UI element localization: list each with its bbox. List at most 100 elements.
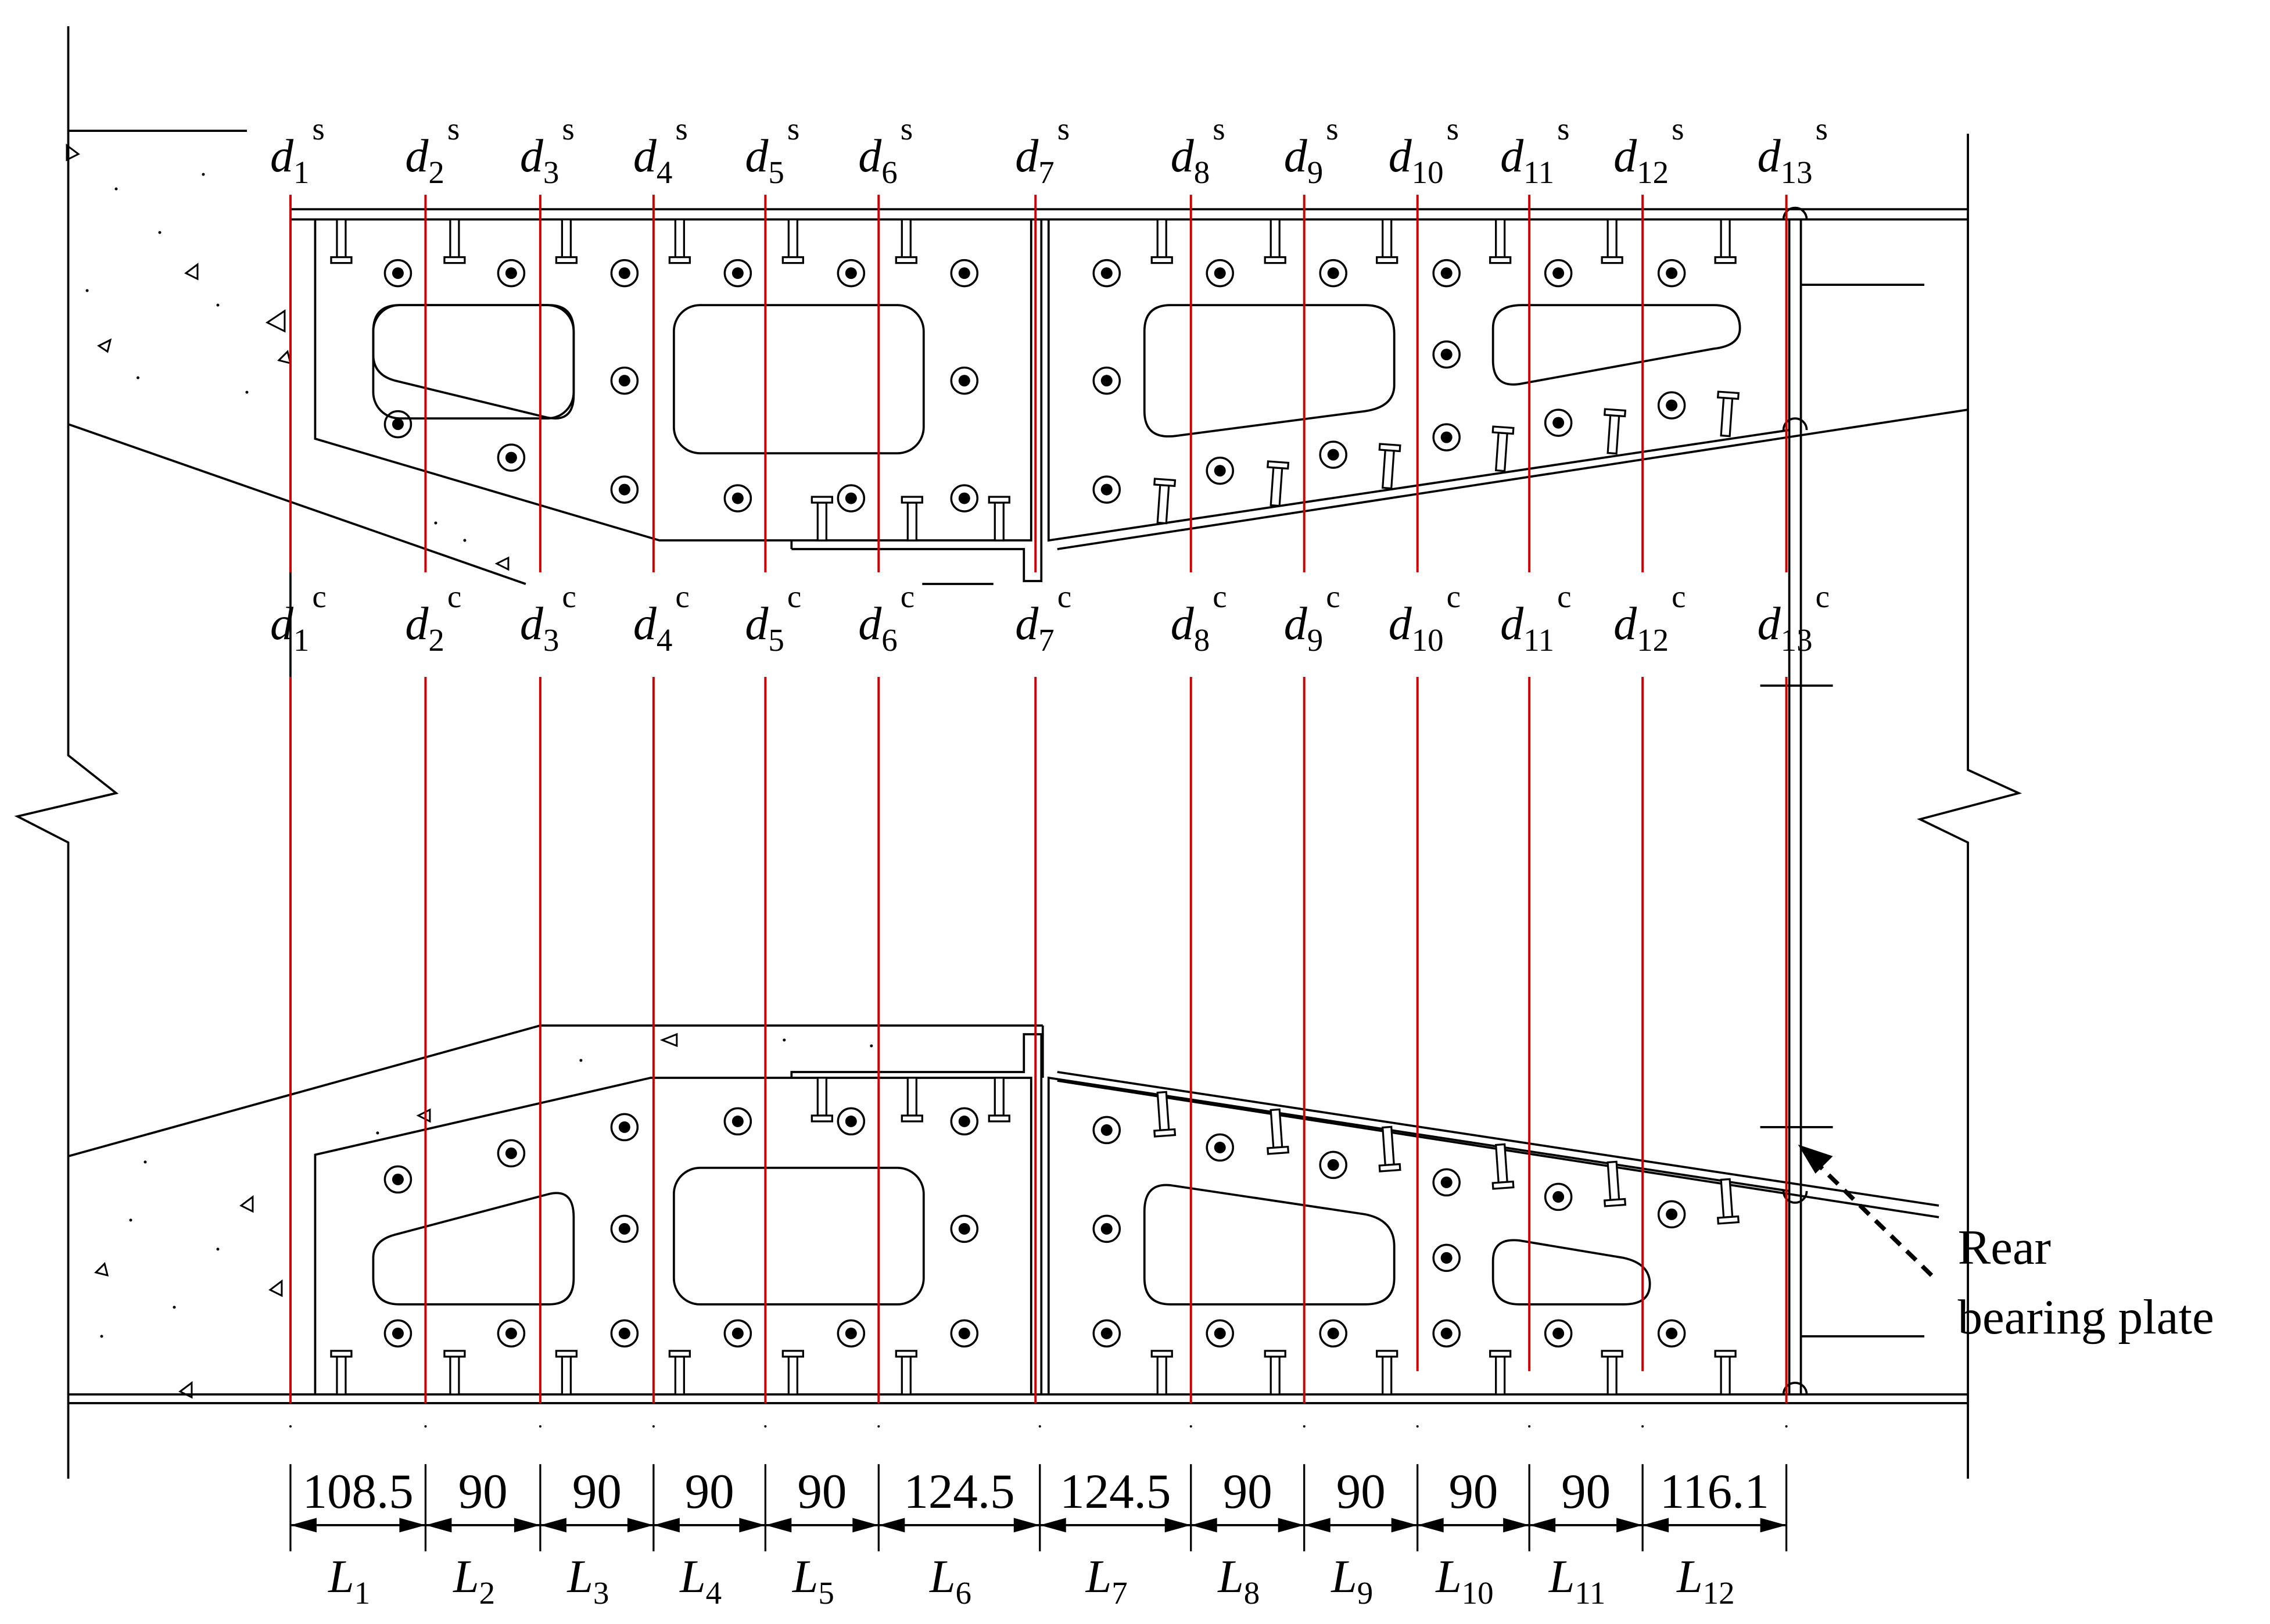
shear-stud [1714,1350,1737,1396]
shear-stud [1603,408,1627,455]
dimension-dot [424,1425,427,1428]
rebar-hole [950,1107,979,1136]
segment-length-8: 90 [1223,1464,1272,1519]
concrete-dots [85,173,873,1338]
label-d9-concrete: d9c [1284,579,1340,658]
segment-label-L12: L12 [1676,1551,1734,1611]
label-d2-steel: d2s [405,111,460,190]
shear-stud [668,218,691,264]
rebar-hole [1206,456,1234,485]
rebar-hole [837,1319,866,1348]
rebar-hole [950,259,979,288]
shear-stud [1267,1108,1290,1155]
segment-label-L8: L8 [1217,1551,1260,1611]
dimension-arrow [878,1518,905,1533]
rebar-hole [837,484,866,512]
dimension-arrow [1529,1518,1556,1533]
segment-label-L5: L5 [792,1551,834,1611]
label-d4-concrete: d4c [633,579,690,658]
dimension-arrow [653,1518,680,1533]
label-d6-steel: d6s [858,111,913,190]
shear-stud [668,1350,691,1396]
lower-pbl-plate [314,1033,1939,1394]
shear-stud [1489,218,1512,264]
dimension-dot [1189,1425,1192,1428]
label-d4-steel: d4s [633,111,688,190]
bearing-plate-callout: Rear bearing plate [1798,1144,2214,1345]
rebar-hole [1319,259,1347,288]
shear-stud [1603,1160,1627,1207]
label-d8-concrete: d8c [1171,579,1227,658]
dimension-arrow [1616,1518,1643,1533]
callout-text-line-1: Rear [1958,1220,2051,1275]
dimension-arrow [1760,1518,1787,1533]
dimension-dot [877,1425,880,1428]
shear-stud [443,1350,466,1396]
label-d13-steel: d13s [1758,111,1828,190]
perfobond-rebars [383,259,1686,1348]
dimension-arrow [540,1518,566,1533]
rebar-hole [950,1214,979,1243]
rebar-hole [497,1319,526,1348]
rebar-hole [1432,259,1461,288]
dimension-dot [1303,1425,1306,1428]
dimension-arrow [1503,1518,1530,1533]
label-d5-concrete: d5c [745,579,801,658]
label-d2-concrete: d2c [405,579,461,658]
shear-stud [901,496,923,542]
shear-stud [555,1350,578,1396]
dimension-arrow [1039,1518,1066,1533]
segment-length-5: 90 [797,1464,847,1519]
rebar-hole [1544,1319,1573,1348]
dimension-arrow [852,1518,879,1533]
segment-label-L3: L3 [566,1551,609,1611]
rebar-hole [1206,259,1234,288]
shear-stud [895,218,917,264]
rebar-hole [1206,1133,1234,1162]
segment-length-10: 90 [1448,1464,1498,1519]
rebar-hole [1092,1116,1121,1145]
segment-length-9: 90 [1336,1464,1386,1519]
shear-stud [988,496,1010,542]
shear-stud [1378,443,1401,490]
dimension-chain: 108.5L190L290L390L490L5124.5L6124.5L790L… [289,1425,1788,1611]
label-d13-concrete: d13c [1758,579,1830,658]
dimension-dot [1528,1425,1531,1428]
rebar-hole [950,484,979,512]
label-d7-concrete: d7c [1015,579,1071,658]
segment-label-L6: L6 [929,1551,971,1611]
rebar-hole [1092,259,1121,288]
segment-label-L10: L10 [1435,1551,1493,1611]
label-d5-steel: d5s [745,111,799,190]
label-d11-steel: d11s [1500,111,1569,190]
rebar-hole [610,366,639,395]
rear-bearing-plate [1760,206,1833,1394]
section-lines [289,195,1788,1403]
shear-stud [1267,460,1290,507]
callout-arrowhead [1798,1144,1833,1174]
shear-stud [555,218,578,264]
dimension-dot [1785,1425,1788,1428]
dimension-dot [652,1425,655,1428]
rebar-hole [723,1319,752,1348]
rebar-hole [723,259,752,288]
rebar-hole [723,1107,752,1136]
dimension-arrow [514,1518,540,1533]
rebar-hole [1432,1243,1461,1272]
rebar-hole [383,410,413,439]
dimension-arrow [1013,1518,1040,1533]
dimension-dot [539,1425,541,1428]
label-d3-steel: d3s [520,111,575,190]
callout-arrow-line [1813,1160,1934,1277]
rebar-hole [497,259,526,288]
rebar-hole [837,1107,866,1136]
rebar-hole [1092,366,1121,395]
dimension-arrow [290,1518,317,1533]
shear-stud [1150,1350,1173,1396]
rebar-hole [1657,391,1686,420]
rebar-hole [1319,440,1347,469]
label-d9-steel: d9s [1284,111,1339,190]
shear-stud [781,218,804,264]
dimension-dot [289,1425,292,1428]
